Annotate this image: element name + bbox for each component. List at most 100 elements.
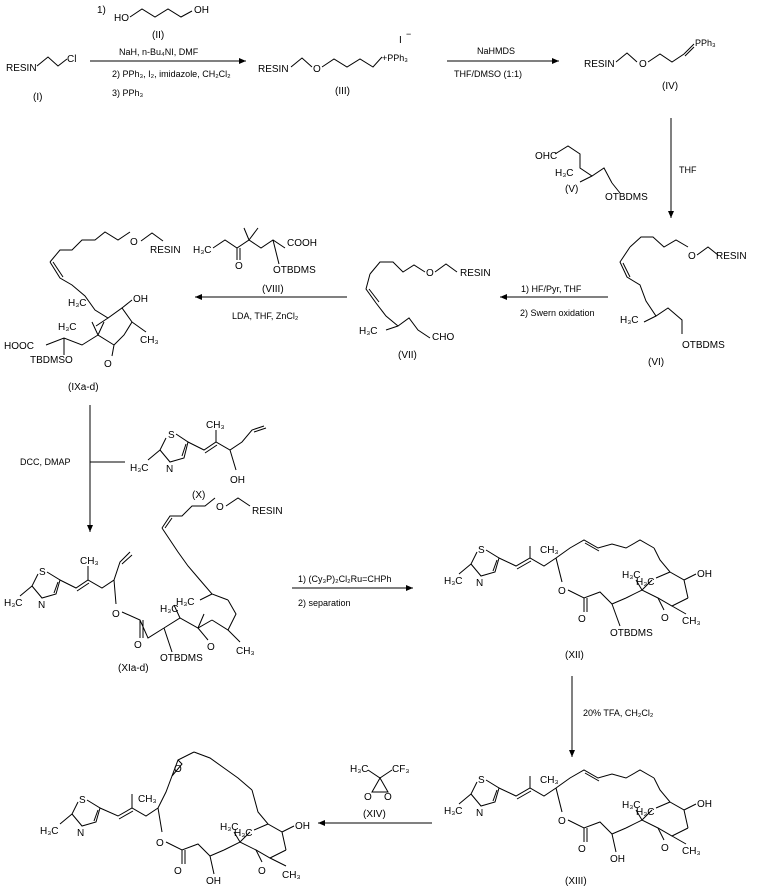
methyl-label: H₃C (193, 245, 212, 256)
compound-IV: RESIN O PPh₃ (IV) (584, 38, 716, 92)
sulfur-label: S (478, 545, 485, 556)
reagent-line: NaHMDS (477, 46, 515, 56)
trifluoromethyl-label: CF₃ (392, 764, 409, 775)
sulfur-label: S (168, 430, 175, 441)
hydroxyl-label: OH (295, 821, 310, 832)
ester-oxygen-label: O (156, 838, 164, 849)
methyl-label: CH₃ (140, 335, 159, 346)
compound-IX: O RESIN H₃C OH CH₃ O H₃C HOOC TBDMSO (IX… (4, 231, 181, 393)
ketone-oxygen-label: O (104, 359, 112, 370)
methyl-label: H₃C (444, 576, 463, 587)
compound-I: RESIN Cl (I) (6, 54, 76, 103)
ketone-oxygen-label: O (661, 843, 669, 854)
hydroxyl-label: OH (194, 5, 209, 16)
compound-X: S N H₃C CH₃ OH (X) (130, 420, 267, 501)
ether-oxygen-label: O (313, 64, 321, 75)
ester-carbonyl-oxygen-label: O (578, 614, 586, 625)
nitrogen-label: N (77, 828, 84, 839)
hydroxyl-label: HO (114, 13, 129, 24)
compound-id-III: (III) (335, 86, 350, 97)
ether-oxygen-label: O (216, 502, 224, 513)
resin-label: RESIN (252, 506, 283, 517)
peroxide-oxygen-label: O (364, 792, 372, 803)
methyl-label: H₃C (444, 806, 463, 817)
reagent-line: 2) PPh₃, I₂, imidazole, CH₂Cl₂ (112, 69, 231, 79)
reagent-line: 3) PPh₃ (112, 88, 144, 98)
sulfur-label: S (478, 775, 485, 786)
ether-oxygen-label: O (639, 59, 647, 70)
compound-id-XI: (XIa-d) (118, 663, 149, 674)
nitrogen-label: N (166, 464, 173, 475)
hydroxyl-label: OH (697, 799, 712, 810)
compound-final: S N H₃C CH₃ O O O OH H₃C O CH₃ H₃C OH (40, 751, 310, 887)
reagent-step1-number: 1) (97, 5, 106, 16)
ester-oxygen-label: O (112, 609, 120, 620)
ester-oxygen-label: O (558, 586, 566, 597)
compound-VII: O RESIN H₃C CHO (VII) (359, 261, 491, 361)
sulfur-label: S (79, 795, 86, 806)
methyl-label: H₃C (40, 826, 59, 837)
step3: THF (668, 118, 697, 218)
step8: 20% TFA, CH₂Cl₂ (569, 676, 654, 757)
step6: DCC, DMAP (20, 405, 125, 532)
carboxylic-acid-label: COOH (287, 238, 317, 249)
compound-id-I: (I) (33, 92, 42, 103)
compound-id-II: (II) (152, 30, 164, 41)
compound-id-VII: (VII) (398, 350, 417, 361)
reagent-line: 20% TFA, CH₂Cl₂ (583, 708, 654, 718)
minus-charge: − (406, 29, 411, 39)
ylide-label: PPh₃ (695, 38, 716, 48)
compound-id-V: (V) (565, 184, 578, 195)
compound-id-XII: (XII) (565, 650, 584, 661)
compound-id-IX: (IXa-d) (68, 382, 99, 393)
step5: LDA, THF, ZnCl₂ (195, 294, 347, 321)
reagent-line: 1) (Cy₃P)₂Cl₂Ru=CHPh (298, 574, 391, 584)
methyl-label: CH₃ (138, 794, 157, 805)
methyl-label: H₃C (130, 463, 149, 474)
silyl-ether-label: OTBDMS (610, 628, 653, 639)
peroxide-oxygen-label: O (384, 792, 392, 803)
reagent-line: 2) Swern oxidation (520, 308, 595, 318)
resin-label: RESIN (716, 251, 747, 262)
compound-id-VIII: (VIII) (262, 284, 284, 295)
compound-XIII: S N H₃C CH₃ O O OH H₃C O CH₃ H₃C OH (XII… (444, 769, 712, 887)
resin-label: RESIN (460, 268, 491, 279)
phosphonium-label: +PPh₃ (382, 53, 408, 63)
step4: 1) HF/Pyr, THF 2) Swern oxidation (500, 284, 608, 318)
ether-oxygen-label: O (688, 251, 696, 262)
silyl-ether-label: OTBDMS (682, 340, 725, 351)
resin-label: RESIN (150, 245, 181, 256)
methyl-label: H₃C (58, 322, 77, 333)
compound-XI: S N H₃C CH₃ O O OTBDMS H₃C O CH₃ H₃C O R… (4, 497, 283, 674)
hydroxyl-label: OH (697, 569, 712, 580)
compound-id-IV: (IV) (662, 81, 678, 92)
ether-oxygen-label: O (130, 237, 138, 248)
ester-carbonyl-oxygen-label: O (174, 866, 182, 877)
step7: 1) (Cy₃P)₂Cl₂Ru=CHPh 2) separation (292, 574, 413, 608)
ketone-oxygen-label: O (258, 866, 266, 877)
nitrogen-label: N (476, 578, 483, 589)
methyl-label: H₃C (220, 822, 239, 833)
hydroxyl-label: OH (230, 475, 245, 486)
methyl-label: H₃C (636, 577, 655, 588)
reagent-line: 2) separation (298, 598, 351, 608)
aldehyde-label: CHO (432, 332, 454, 343)
nitrogen-label: N (38, 600, 45, 611)
methyl-label: H₃C (176, 597, 195, 608)
compound-id-XIII: (XIII) (565, 876, 587, 887)
reagent-line: THF (679, 165, 697, 175)
resin-label: RESIN (258, 64, 289, 75)
reagent-line: DCC, DMAP (20, 457, 71, 467)
reagent-line: THF/DMSO (1:1) (454, 69, 522, 79)
compound-id-X: (X) (192, 490, 205, 501)
methyl-label: H₃C (555, 168, 574, 179)
carboxylic-acid-label: HOOC (4, 341, 34, 352)
iodide-label: I (399, 35, 402, 46)
silyl-ether-label: OTBDMS (273, 265, 316, 276)
ester-carbonyl-oxygen-label: O (134, 640, 142, 651)
methyl-label: CH₃ (236, 646, 255, 657)
methyl-label: H₃C (4, 598, 23, 609)
methyl-label: H₃C (636, 807, 655, 818)
methyl-label: H₃C (160, 604, 179, 615)
